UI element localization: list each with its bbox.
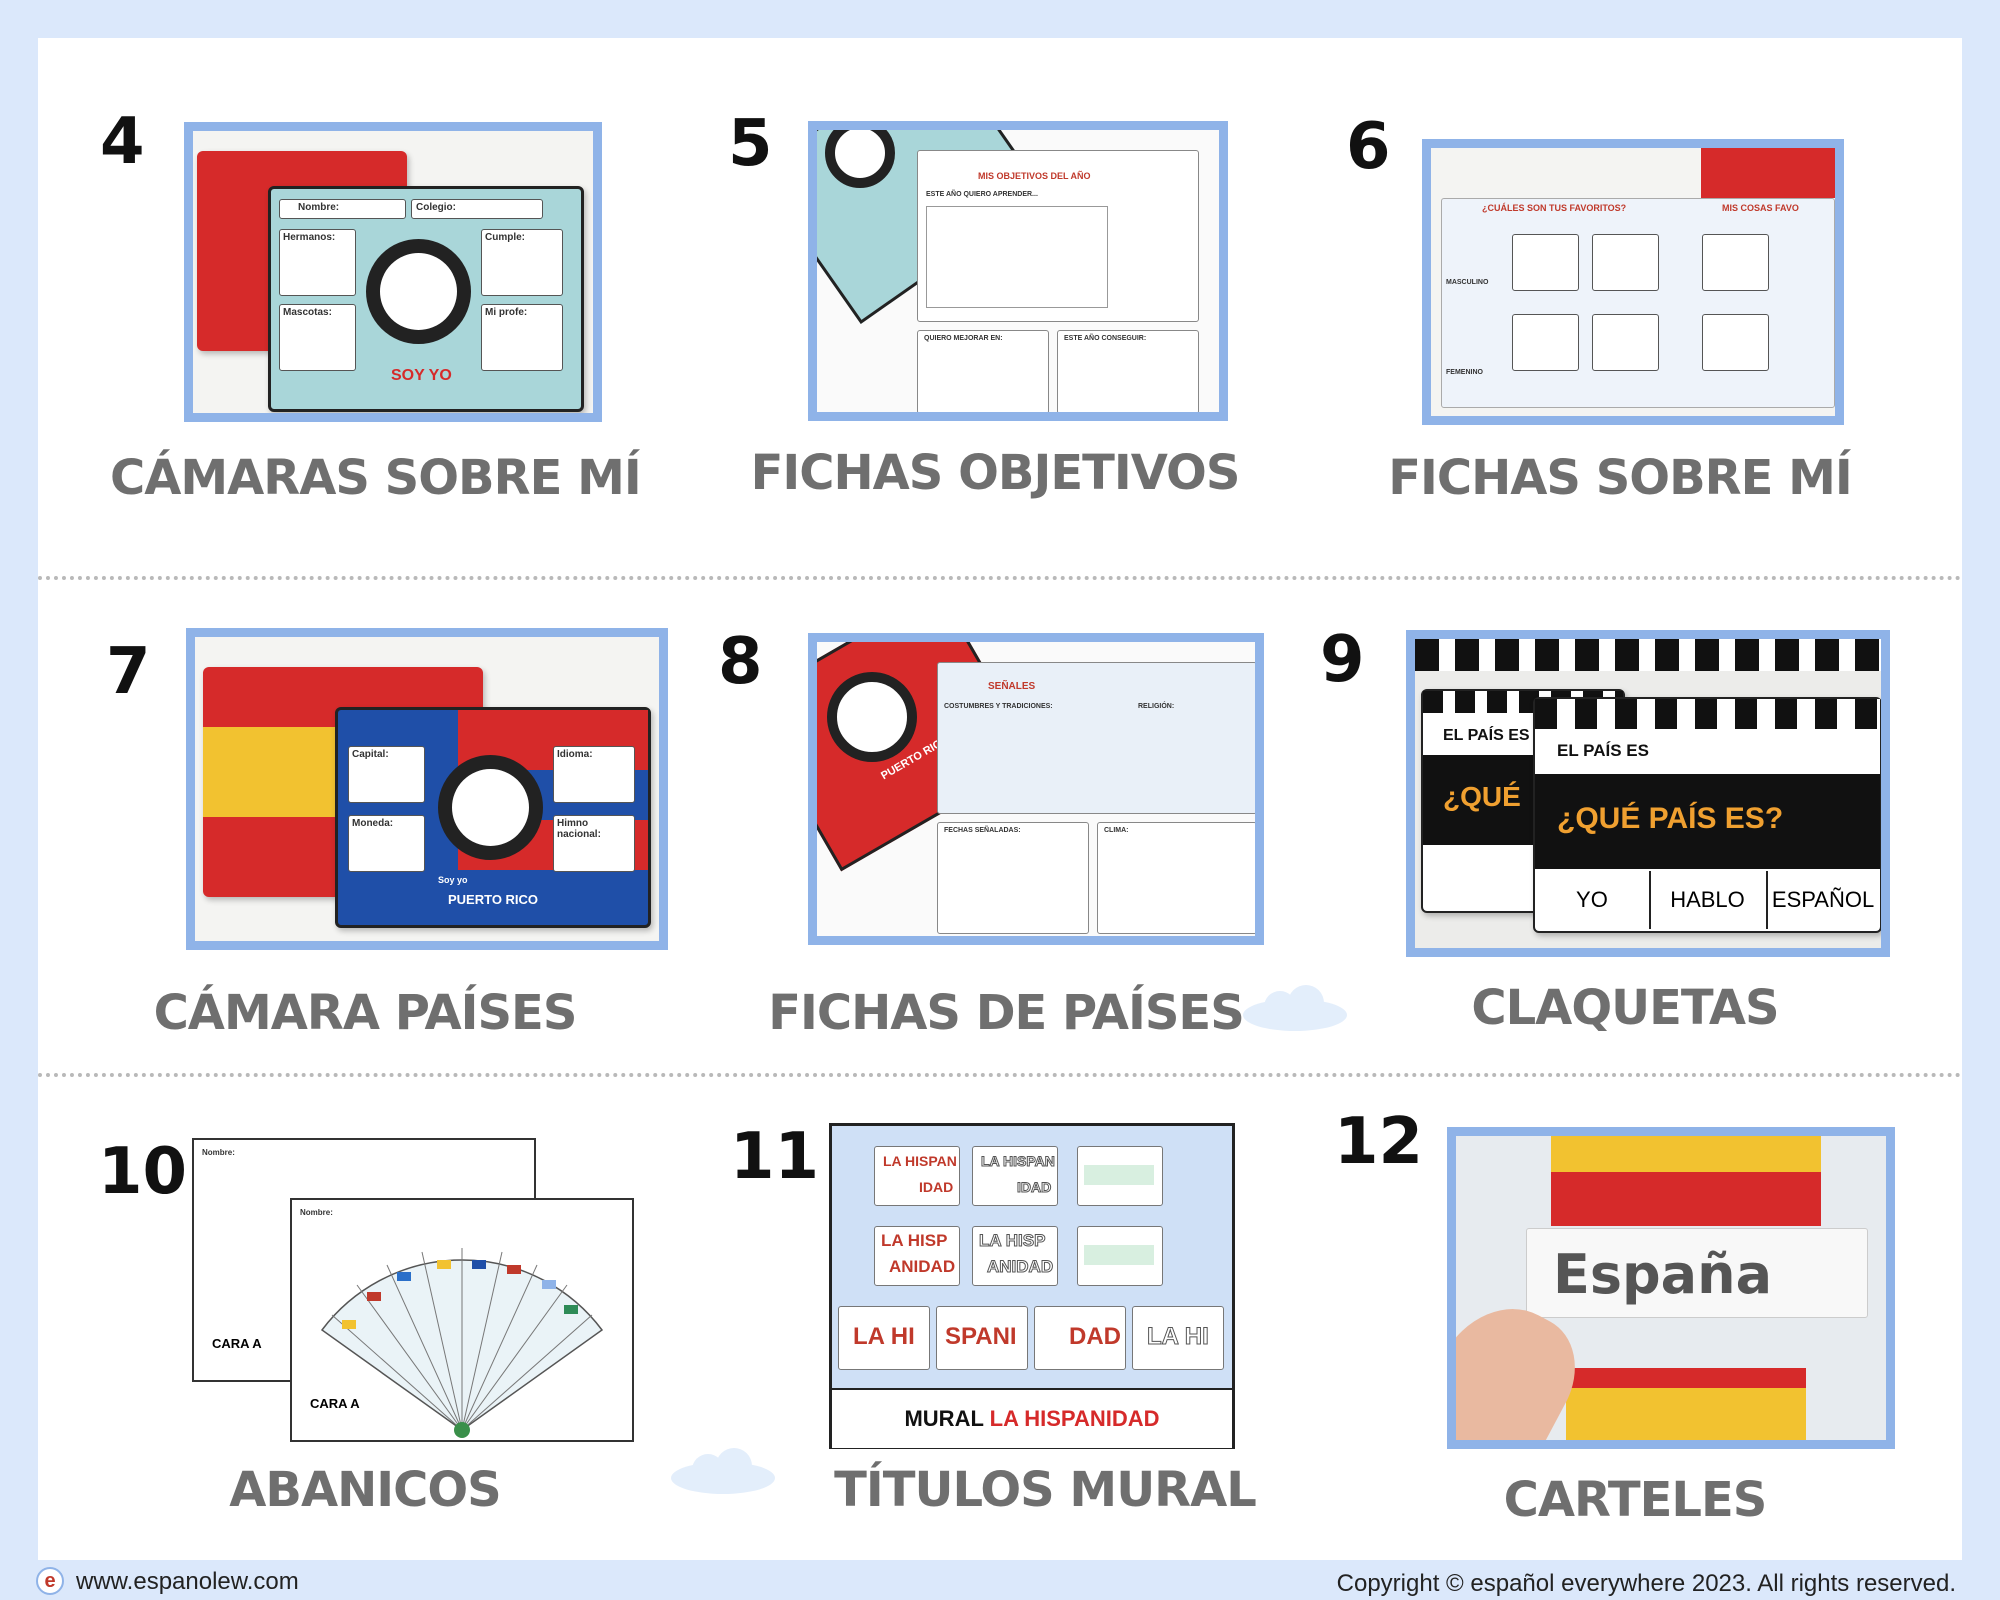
item-image-fichas-sobre-mi[interactable]: ¿CUÁLES SON TUS FAVORITOS? MIS COSAS FAV… — [1422, 139, 1844, 425]
item-image-abanicos[interactable]: Nombre: CARA A Nombre: CARA A — [192, 1138, 634, 1442]
item-number: 5 — [728, 107, 773, 181]
row-divider-1 — [38, 576, 1962, 580]
mural-hispanidad-label: LA HISPANIDAD — [989, 1406, 1160, 1431]
item-number: 7 — [106, 635, 151, 709]
item-image-camara-paises[interactable]: Capital: Moneda: Idioma: Himno nacional:… — [186, 628, 668, 950]
item-title: FICHAS SOBRE MÍ — [1388, 450, 1853, 506]
item-title: CÁMARA PAÍSES — [153, 985, 578, 1041]
item-number: 11 — [730, 1120, 820, 1194]
item-title: FICHAS DE PAÍSES — [768, 985, 1245, 1041]
brand-logo-icon: e — [36, 1567, 64, 1595]
item-title: ABANICOS — [229, 1462, 502, 1518]
item-number: 4 — [100, 105, 145, 179]
item-number: 9 — [1320, 623, 1365, 697]
item-image-claquetas[interactable]: EL PAÍS ES ¿QUÉ EL PAÍS ES ¿QUÉ PAÍS ES?… — [1406, 630, 1890, 957]
item-image-fichas-objetivos[interactable]: MIS OBJETIVOS DEL AÑO ESTE AÑO QUIERO AP… — [808, 121, 1228, 421]
item-title: CÁMARAS SOBRE MÍ — [110, 450, 642, 506]
item-number: 8 — [718, 625, 763, 699]
item-title: TÍTULOS MURAL — [834, 1462, 1257, 1518]
cloud-icon — [671, 1448, 775, 1494]
row-divider-2 — [38, 1073, 1962, 1077]
item-image-carteles[interactable]: España — [1447, 1127, 1895, 1449]
item-number: 10 — [98, 1135, 188, 1209]
copyright-text: Copyright © español everywhere 2023. All… — [1336, 1570, 1956, 1597]
cloud-icon — [1243, 985, 1347, 1031]
item-number: 12 — [1334, 1105, 1424, 1179]
item-title: CARTELES — [1503, 1472, 1768, 1528]
mural-label: MURAL — [904, 1406, 984, 1431]
item-image-titulos-mural[interactable]: LA HISPAN IDAD LA HISPAN IDAD LA HISP AN… — [829, 1123, 1235, 1449]
item-image-camaras-sobre-mi[interactable]: Nombre: Colegio: Hermanos: Mascotas: Cum… — [184, 122, 602, 422]
item-image-fichas-de-paises[interactable]: PUERTO RICO SEÑALES COSTUMBRES Y TRADICI… — [808, 633, 1264, 945]
item-number: 6 — [1346, 110, 1391, 184]
item-title: CLAQUETAS — [1471, 980, 1779, 1036]
item-title: FICHAS OBJETIVOS — [750, 445, 1241, 501]
website-link[interactable]: www.espanolew.com — [76, 1568, 299, 1595]
